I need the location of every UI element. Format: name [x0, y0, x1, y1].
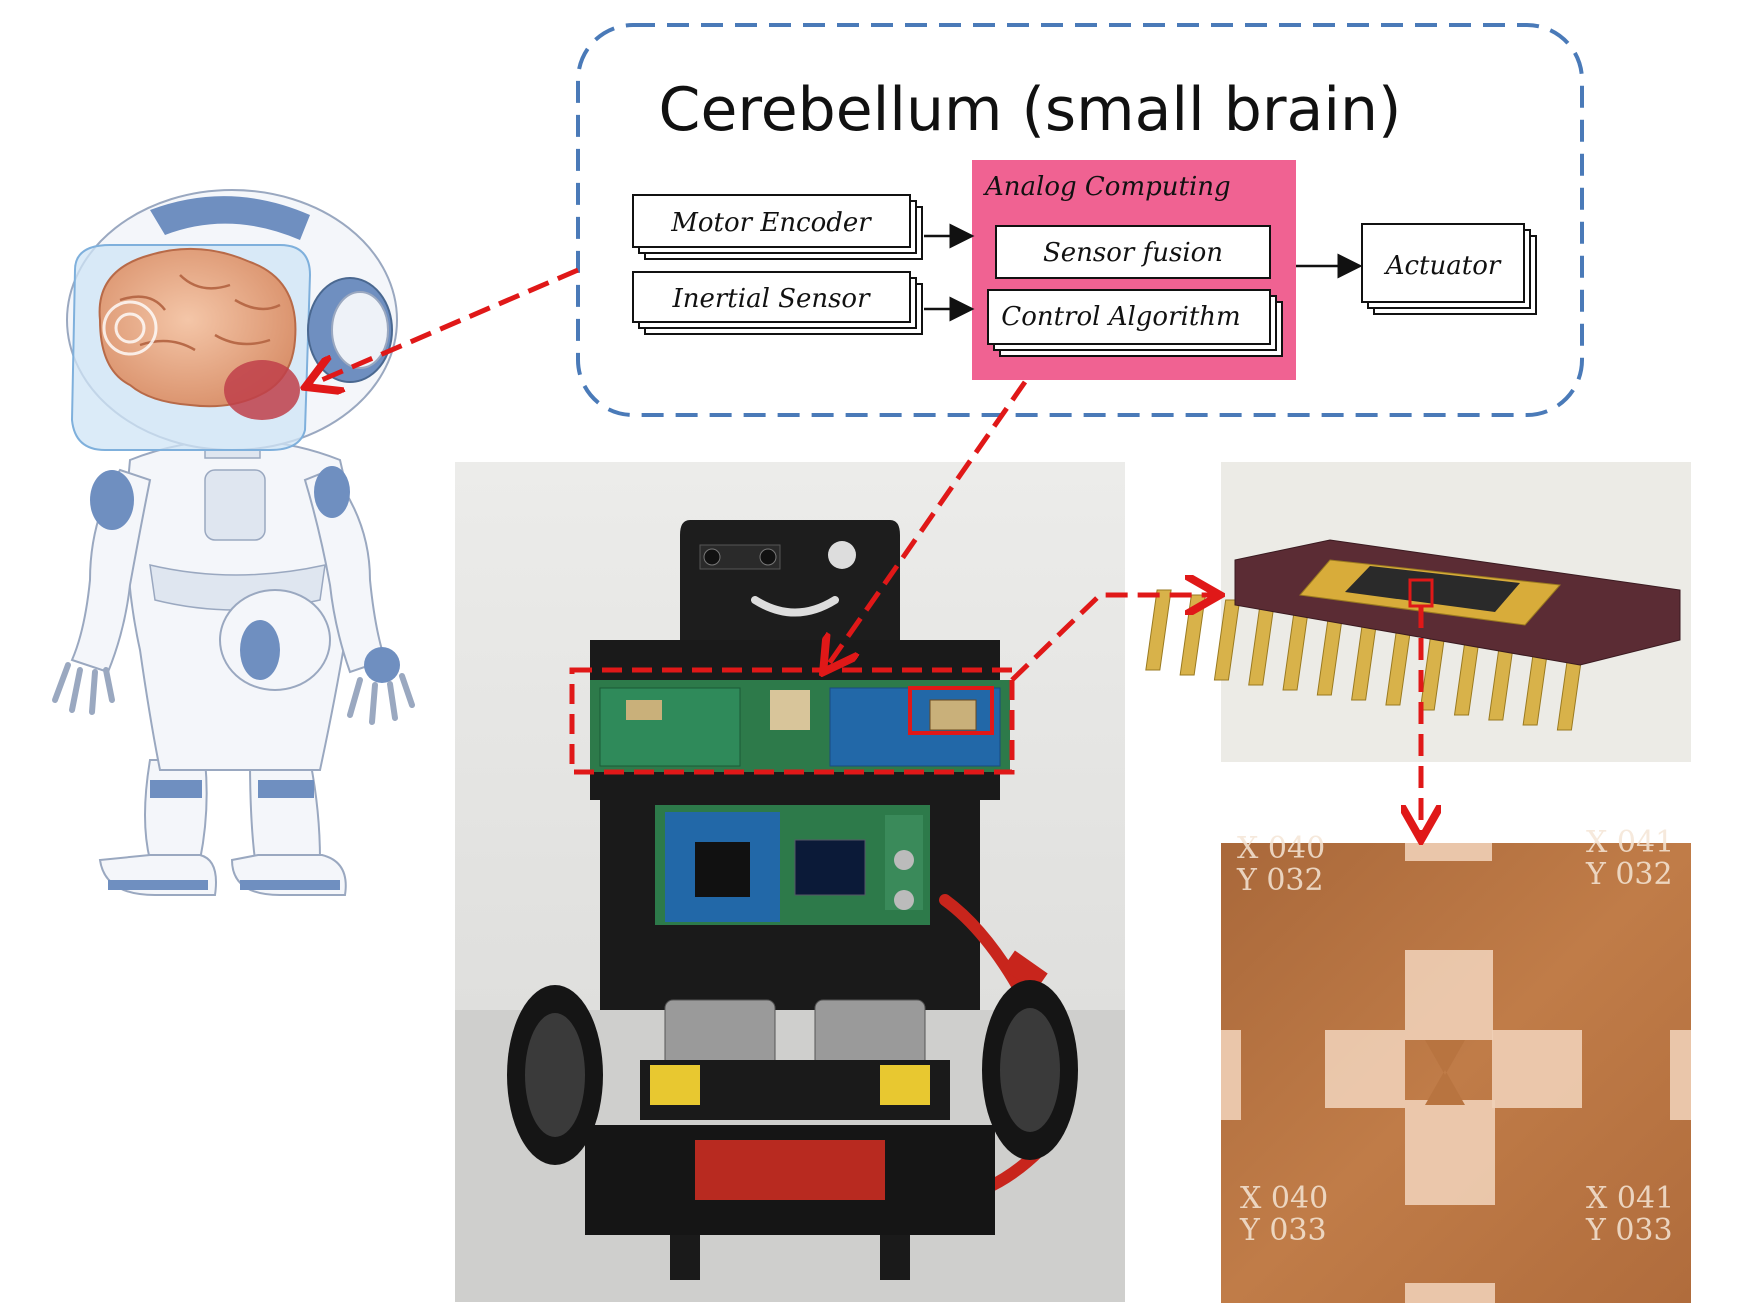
- pcb-highlight-box: [569, 667, 1015, 775]
- cerebellum-dashed-box: [576, 23, 1584, 417]
- control-algorithm-block: Control Algorithm: [987, 289, 1283, 357]
- inertial-sensor-label: Inertial Sensor: [671, 284, 871, 314]
- micro-label-tr-y: Y 032: [1585, 857, 1673, 892]
- callout-arrow-to-chip: [1010, 595, 1215, 682]
- micro-label-bl-y: Y 033: [1239, 1213, 1327, 1248]
- actuator-label: Actuator: [1384, 251, 1502, 281]
- motor-encoder-block: Motor Encoder: [632, 194, 923, 260]
- micro-label-tl-y: Y 032: [1236, 863, 1324, 898]
- analog-chip-photo: [1145, 462, 1691, 762]
- chip-on-pcb-highlight: [908, 686, 994, 735]
- cartoon-robot-illustration: [52, 189, 415, 896]
- micro-label-tr-x: X 041: [1586, 825, 1674, 860]
- sensor-fusion-block: Sensor fusion: [995, 225, 1271, 279]
- callout-arrow-to-brain: [310, 267, 579, 385]
- cerebellum-highlight: [224, 360, 300, 420]
- analog-computing-label: Analog Computing: [983, 172, 1231, 202]
- cerebellum-title: Cerebellum (small brain): [659, 75, 1402, 145]
- inertial-sensor-block: Inertial Sensor: [632, 271, 923, 335]
- callout-arrow-to-pcb: [826, 380, 1028, 668]
- micro-label-bl-x: X 040: [1240, 1181, 1328, 1216]
- micro-label-br-x: X 041: [1586, 1181, 1674, 1216]
- chip-micrograph: X 040 Y 032 X 041 Y 032 X 040 Y 033 X 04…: [1221, 825, 1691, 1303]
- motor-encoder-label: Motor Encoder: [670, 208, 872, 238]
- control-algorithm-label: Control Algorithm: [1001, 302, 1240, 332]
- sensor-fusion-label: Sensor fusion: [1043, 238, 1223, 268]
- micro-label-tl-x: X 040: [1237, 831, 1325, 866]
- micro-label-br-y: Y 033: [1585, 1213, 1673, 1248]
- balancing-robot-photo: [455, 462, 1125, 1302]
- actuator-block: Actuator: [1361, 223, 1537, 315]
